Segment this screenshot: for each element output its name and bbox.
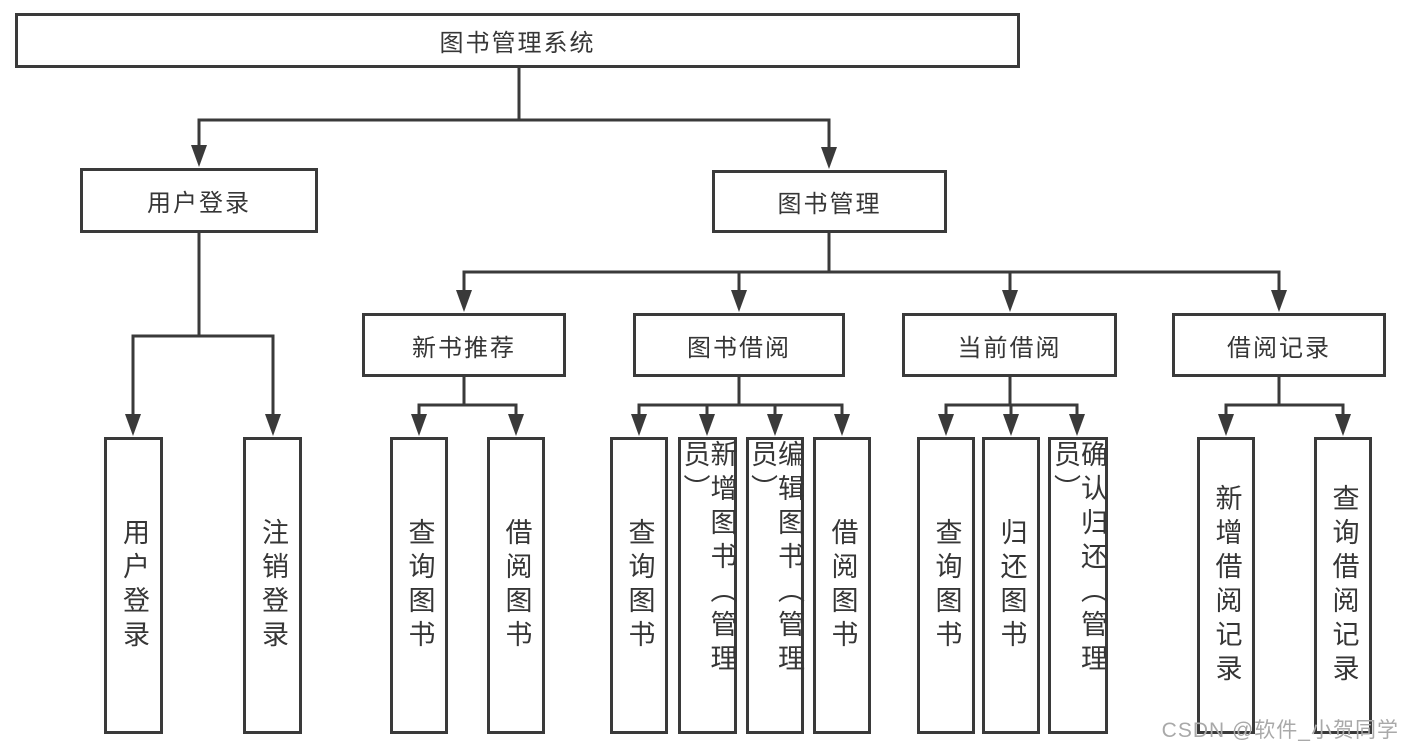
node-label: 图书管理系统 bbox=[439, 30, 596, 57]
leaf-cb-confirm-return-admin: 确认归还（管理员） bbox=[1048, 437, 1108, 734]
arrowheads bbox=[125, 145, 1351, 436]
node-current-borrowing: 当前借阅 bbox=[902, 313, 1117, 377]
node-label: 查询图书 bbox=[624, 517, 655, 654]
node-label: 编辑图书（管理员） bbox=[747, 440, 804, 678]
leaf-nbr-borrow-books: 借阅图书 bbox=[487, 437, 545, 734]
node-label: 新书推荐 bbox=[412, 334, 516, 362]
leaf-br-query-borrow-record: 查询借阅记录 bbox=[1314, 437, 1372, 734]
leaf-nbr-query-books: 查询图书 bbox=[390, 437, 448, 734]
node-label: 查询图书 bbox=[931, 517, 962, 654]
node-label: 确认归还（管理员） bbox=[1050, 440, 1107, 678]
leaf-br-add-borrow-record: 新增借阅记录 bbox=[1197, 437, 1255, 734]
node-library-management-system: 图书管理系统 bbox=[15, 13, 1020, 68]
leaf-user-login: 用户登录 bbox=[104, 437, 163, 734]
node-book-borrowing: 图书借阅 bbox=[633, 313, 845, 377]
node-book-management: 图书管理 bbox=[712, 170, 947, 233]
node-label: 图书管理 bbox=[777, 191, 882, 218]
leaf-cb-return-books: 归还图书 bbox=[982, 437, 1040, 734]
node-label: 图书借阅 bbox=[687, 334, 791, 362]
leaf-bb-borrow-books: 借阅图书 bbox=[813, 437, 871, 734]
node-user-login: 用户登录 bbox=[80, 168, 318, 233]
node-label: 借阅记录 bbox=[1227, 334, 1331, 362]
node-borrowing-records: 借阅记录 bbox=[1172, 313, 1386, 377]
node-label: 查询图书 bbox=[404, 517, 435, 654]
leaf-bb-add-books-admin: 新增图书（管理员） bbox=[678, 437, 737, 734]
node-label: 当前借阅 bbox=[957, 334, 1062, 362]
node-label: 用户登录 bbox=[119, 517, 149, 654]
node-label: 借阅图书 bbox=[827, 517, 858, 654]
leaf-bb-query-books: 查询图书 bbox=[610, 437, 668, 734]
csdn-watermark: CSDN @软件_小贺同学 bbox=[1161, 719, 1399, 742]
leaf-bb-edit-books-admin: 编辑图书（管理员） bbox=[746, 437, 804, 734]
leaf-cb-query-books: 查询图书 bbox=[917, 437, 975, 734]
node-label: 归还图书 bbox=[996, 517, 1027, 654]
node-label: 借阅图书 bbox=[501, 517, 532, 654]
node-new-book-recommendation: 新书推荐 bbox=[362, 313, 566, 377]
node-label: 新增借阅记录 bbox=[1211, 483, 1242, 688]
leaf-logout-login: 注销登录 bbox=[243, 437, 302, 734]
node-label: 用户登录 bbox=[147, 190, 251, 217]
node-label: 查询借阅记录 bbox=[1328, 483, 1359, 688]
node-label: 注销登录 bbox=[258, 517, 288, 654]
node-label: 新增图书（管理员） bbox=[679, 440, 737, 678]
